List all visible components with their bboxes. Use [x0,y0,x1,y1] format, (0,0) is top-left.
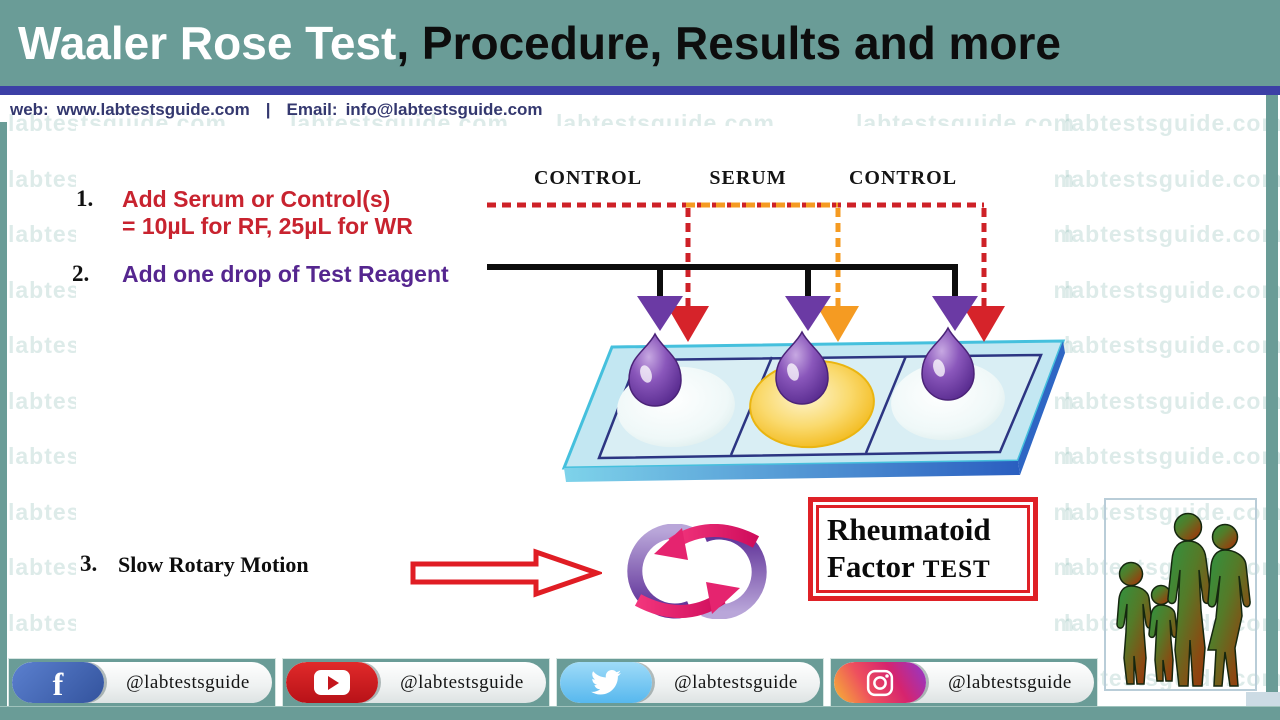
purple-arrowhead-right [932,296,978,331]
watermark-text: labtestsguide.com [1064,277,1280,303]
reagent-dispense-path [487,264,978,331]
man-body [1167,540,1212,687]
instagram-icon [834,662,926,703]
bottom-border [0,706,1280,720]
family-panel-border [1104,498,1257,691]
procedure-step-2: 2. Add one drop of Test Reagent [72,261,449,288]
step-text: Add Serum or Control(s) = 10µL for RF, 2… [122,186,413,240]
man-head [1173,512,1203,542]
contact-bar: web: www.labtestsguide.com | Email: info… [10,97,559,123]
website-url[interactable]: www.labtestsguide.com [56,100,250,119]
step-text: Add one drop of Test Reagent [122,261,449,287]
droplet-left [628,332,682,407]
purple-arrowhead-left [637,296,683,331]
step-text: Slow Rotary Motion [118,552,309,577]
result-line2-small: TEST [922,555,991,583]
label-control-left: CONTROL [533,167,643,189]
step-number: 3. [80,551,98,576]
header-divider [0,86,1280,95]
page-title: Waaler Rose Test, Procedure, Results and… [18,16,1061,70]
red-arrowhead-left [667,306,709,342]
social-badge-twitter[interactable]: @labtestsguide [556,658,824,707]
purple-arrowhead-mid [785,296,831,331]
watermark-text: labtestsguide.com [1064,443,1280,469]
right-border [1266,95,1278,706]
facebook-glyph: f [52,666,64,702]
facebook-pill: f @labtestsguide [12,662,272,703]
result-line2-main: Factor [827,548,915,584]
youtube-pill: @labtestsguide [286,662,546,703]
step1-line1: Add Serum or Control(s) [122,186,391,212]
droplet-right [921,326,975,401]
social-badge-youtube[interactable]: @labtestsguide [282,658,550,707]
procedure-step-1: 1. Add Serum or Control(s) = 10µL for RF… [76,186,413,240]
twitter-bird-icon [591,670,621,695]
procedure-step-3: 3. Slow Rotary Motion [80,551,309,578]
reagent-droplets [628,326,975,407]
family-silhouette [1104,498,1257,691]
watermark-text: labtestsguide.com [1064,388,1280,414]
child-body [1148,604,1178,682]
corner-block [1246,692,1280,706]
email-address[interactable]: info@labtestsguide.com [345,100,543,119]
instagram-handle: @labtestsguide [948,671,1072,693]
label-serum: SERUM [709,167,787,189]
step-number: 1. [76,186,94,211]
woman-head [1211,523,1239,551]
social-bar: f @labtestsguide @labtestsguide @labt [8,658,1098,707]
instagram-camera-icon [866,669,894,696]
facebook-handle: @labtestsguide [126,671,250,693]
pointer-arrow-icon [410,548,602,598]
rotary-motion-icon [627,524,767,619]
web-label: web: [10,100,49,119]
step-number: 2. [72,261,90,286]
facebook-icon: f [12,662,104,703]
twitter-pill: @labtestsguide [560,662,820,703]
watermark-text: labtestsguide.com [1064,110,1280,136]
serum-dispense-path [686,202,859,342]
instagram-pill: @labtestsguide [834,662,1094,703]
social-badge-instagram[interactable]: @labtestsguide [830,658,1098,707]
procedure-diagram [487,202,1066,482]
watermark-text: labtestsguide.com [1064,221,1280,247]
result-line1: Rheumatoid [827,511,991,547]
boy-head [1118,561,1144,587]
control-well-right [891,361,1005,441]
youtube-handle: @labtestsguide [400,671,524,693]
separator: | [265,100,271,119]
twitter-handle: @labtestsguide [674,671,798,693]
label-control-right: CONTROL [848,167,958,189]
red-arrowhead-right [963,306,1005,342]
boy-body [1116,585,1153,685]
title-rest: , Procedure, Results and more [396,17,1062,69]
youtube-icon [286,662,378,703]
orange-arrowhead [817,306,859,342]
youtube-play-icon [314,670,350,695]
droplet-mid [775,330,829,405]
title-highlight: Waaler Rose Test [18,17,397,69]
step1-line2: = 10µL for RF, 25µL for WR [122,213,413,239]
left-border [0,122,7,706]
page-header: Waaler Rose Test, Procedure, Results and… [0,0,1280,86]
watermark-text: labtestsguide.com [1064,166,1280,192]
social-badge-facebook[interactable]: f @labtestsguide [8,658,276,707]
control-dispense-path [487,202,1005,342]
watermark-text: labtestsguide.com [1064,499,1280,525]
twitter-icon [560,662,652,703]
watermark-text: labtestsguide.com [1064,332,1280,358]
email-label: Email: [286,100,338,119]
woman-body [1207,549,1251,687]
